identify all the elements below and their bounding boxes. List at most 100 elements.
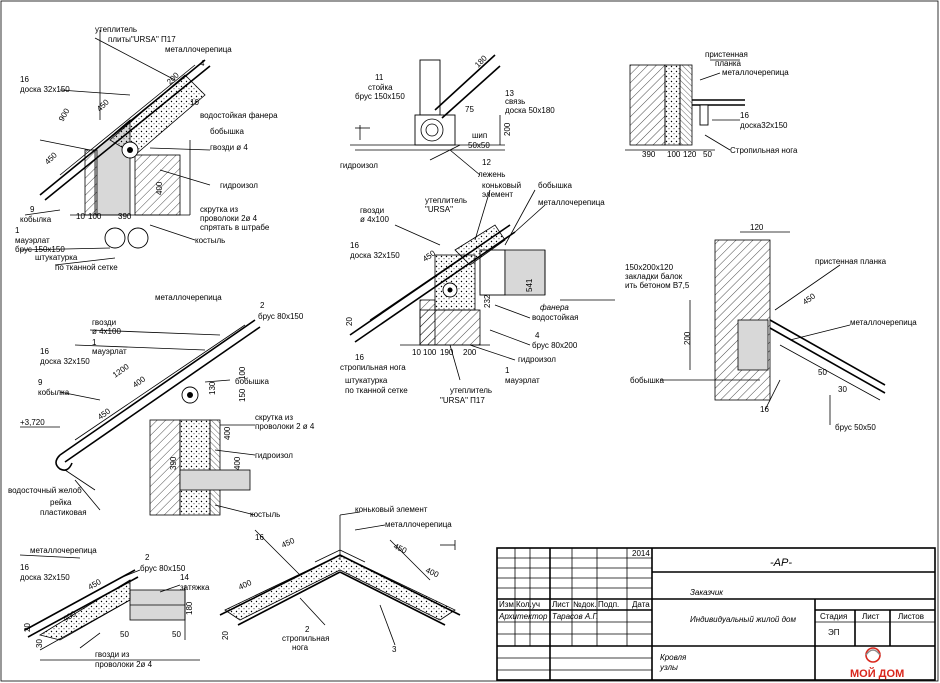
d3-label: 50 xyxy=(703,150,712,159)
d5-label: 120 xyxy=(750,223,764,232)
d4-label: коньковый xyxy=(482,181,521,190)
d2-label: 13 xyxy=(505,89,514,98)
d4-label: 4 xyxy=(535,331,540,340)
tb-header: Дата xyxy=(632,600,650,609)
d2-label: стойка xyxy=(368,83,393,92)
tb-architect-name: Тарасов А.Г. xyxy=(552,612,598,621)
detail-eaves-node: утеплитель плиты"URSA" П17 металлочерепи… xyxy=(15,25,278,272)
d8-label: 400 xyxy=(424,566,440,580)
tb-customer: Заказчик xyxy=(690,588,724,597)
d7-label: брус 80х150 xyxy=(140,564,186,573)
d6-label: пластиковая xyxy=(40,508,87,517)
d8-label: 450 xyxy=(392,542,408,556)
d4-label: фанера xyxy=(540,303,569,312)
d1-label: штукатурка xyxy=(35,253,78,262)
d8-label: 16 xyxy=(255,533,264,542)
d7-label: затяжка xyxy=(180,583,210,592)
logo-text: МОЙ ДОМ xyxy=(850,667,904,680)
d1-label: доска 32х150 xyxy=(20,85,70,94)
d6-label: 100 xyxy=(238,366,247,380)
d2-label: шип xyxy=(472,131,487,140)
d4-label: бобышка xyxy=(538,181,572,190)
d1-label: 100 xyxy=(88,212,102,221)
d6-label: доска 32х150 xyxy=(40,357,90,366)
d3-label: планка xyxy=(715,59,742,68)
title-block: 2014 -АР- Заказчик Изм. Кол.уч Лист №док… xyxy=(496,547,936,681)
d6-label: 2 xyxy=(260,301,265,310)
d8-label: металлочерепица xyxy=(385,520,452,529)
d4-label: металлочерепица xyxy=(538,198,605,207)
d4-label: 190 xyxy=(440,348,454,357)
d6-label: 1200 xyxy=(111,362,131,380)
d1-label: 16 xyxy=(20,75,29,84)
d6-label: 450 xyxy=(96,406,113,421)
d4-label: "URSA" xyxy=(425,205,453,214)
d7-label: металлочерепица xyxy=(30,546,97,555)
detail-ridge-wall: гвозди ø 4х100 утеплитель "URSA" коньков… xyxy=(340,181,615,405)
d7-label: 30 xyxy=(35,639,44,648)
d4-label: 1 xyxy=(505,366,510,375)
d4-label: гидроизол xyxy=(518,355,556,364)
d3-label: 100 xyxy=(667,150,681,159)
d6-label: 16 xyxy=(40,347,49,356)
d8-label: нога xyxy=(292,643,309,652)
d1-label: 9 xyxy=(30,205,35,214)
d8-label: 400 xyxy=(237,578,253,592)
d4-label: 20 xyxy=(345,317,354,326)
d1-label: 4 xyxy=(200,59,205,68)
d6-label: брус 80х150 xyxy=(258,312,304,321)
d4-label: 16 xyxy=(355,353,364,362)
detail-tie-beam: металлочерепица 2 брус 80х150 16 доска 3… xyxy=(19,546,210,669)
d4-label: гвозди xyxy=(360,206,384,215)
d4-label: 541 xyxy=(525,278,534,292)
d6-label: кобылка xyxy=(38,388,70,397)
tb-code: -АР- xyxy=(770,557,792,569)
d4-label: штукатурка xyxy=(345,376,388,385)
d8-label: 450 xyxy=(280,536,296,550)
detail-ridge: коньковый элемент металлочерепица 16 450… xyxy=(219,505,461,654)
d6-label: проволоки 2 ø 4 xyxy=(255,422,315,431)
d1-label: брус 150х150 xyxy=(15,245,65,254)
d6-label: рейка xyxy=(50,498,72,507)
d4-label: 232 xyxy=(483,294,492,308)
d5-label: 30 xyxy=(838,385,847,394)
d2-label: гидроизол xyxy=(340,161,378,170)
d1-label: 450 xyxy=(43,150,59,166)
d1-label: 400 xyxy=(155,181,164,195)
d7-label: 2 xyxy=(145,553,150,562)
logo: МОЙ ДОМ xyxy=(850,647,904,680)
tb-stage-label: Стадия xyxy=(820,612,847,621)
d4-label: мауэрлат xyxy=(505,376,540,385)
d5-label: 16 xyxy=(760,405,769,414)
d1-label: костыль xyxy=(195,236,225,245)
tb-header: №док. xyxy=(573,600,596,609)
d7-label: 50 xyxy=(172,630,181,639)
d2-label: доска 50х180 xyxy=(505,106,555,115)
d2-label: брус 150х150 xyxy=(355,92,405,101)
d5-label: ить бетоном В7,5 xyxy=(625,281,690,290)
detail-eaves-gutter: металлочерепица 2 брус 80х150 гвозди ø 4… xyxy=(8,293,315,519)
detail-wall-plank: пристенная планка металлочерепица 16 дос… xyxy=(625,50,798,159)
d3-label: 16 xyxy=(740,111,749,120)
d7-label: 14 xyxy=(180,573,189,582)
tb-sheets-label: Листов xyxy=(898,612,924,621)
d3-label: 120 xyxy=(683,150,697,159)
tb-year: 2014 xyxy=(632,549,650,558)
d5-label: 150х200х120 xyxy=(625,263,674,272)
d6-label: ø 4х100 xyxy=(92,327,121,336)
tb-sheet-title-1: Кровля xyxy=(660,653,687,662)
d5-label: 50 xyxy=(818,368,827,377)
d1-label: кобылка xyxy=(20,215,52,224)
d5-label: закладки балок xyxy=(625,272,683,281)
d7-label: 50 xyxy=(120,630,129,639)
d5-label: брус 50х50 xyxy=(835,423,876,432)
d4-label: ø 4х100 xyxy=(360,215,389,224)
d2-label: 200 xyxy=(503,122,512,136)
d3-label: 390 xyxy=(642,150,656,159)
tb-header: Лист xyxy=(552,600,570,609)
d2-label: 50х50 xyxy=(468,141,490,150)
d6-label: гвозди xyxy=(92,318,116,327)
d1-label: плиты"URSA" П17 xyxy=(108,35,176,44)
d6-label: +3,720 xyxy=(20,418,45,427)
